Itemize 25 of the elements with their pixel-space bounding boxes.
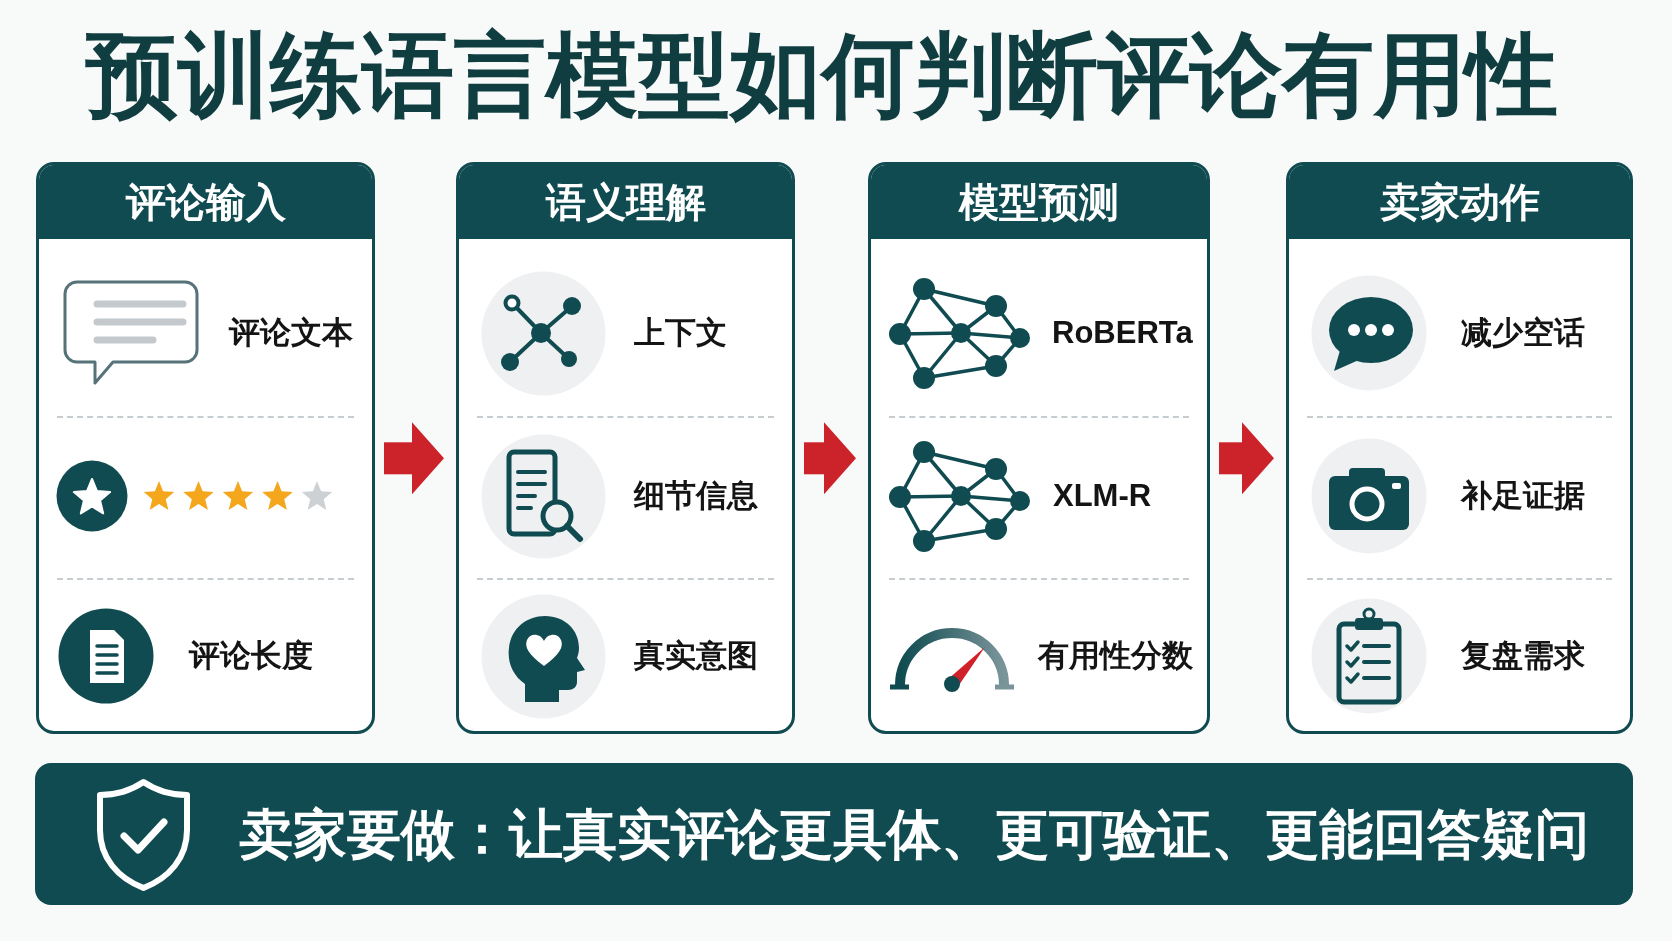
item-label: 补足证据 — [1461, 477, 1585, 515]
item-label: 评论长度 — [189, 637, 313, 675]
item-label: 复盘需求 — [1461, 637, 1585, 675]
arrow — [804, 422, 856, 495]
item-label: 评论文本 — [229, 314, 353, 352]
item-label: RoBERTa — [1052, 314, 1193, 352]
panel-header: 卖家动作 — [1289, 165, 1630, 239]
item-label: 细节信息 — [634, 477, 758, 515]
item-label: 真实意图 — [634, 637, 758, 675]
item-label: 上下文 — [634, 314, 727, 352]
panel-card — [1286, 162, 1633, 734]
panel-header: 语义理解 — [459, 165, 792, 239]
item-label: 减少空话 — [1461, 314, 1585, 352]
arrow — [1219, 422, 1274, 495]
banner — [35, 763, 1633, 905]
item-label: XLM-R — [1053, 477, 1152, 515]
item-label: 有用性分数 — [1038, 637, 1193, 675]
arrow — [384, 422, 444, 495]
panel-card — [868, 162, 1210, 734]
panel-header: 模型预测 — [871, 165, 1207, 239]
panel-card — [456, 162, 795, 734]
panel-header: 评论输入 — [39, 165, 372, 239]
banner-text: 卖家要做：让真实评论更具体、更可验证、更能回答疑问 — [239, 803, 1589, 866]
panel-card — [36, 162, 375, 734]
title: 预训练语言模型如何判断评论有用性 — [86, 23, 1558, 128]
